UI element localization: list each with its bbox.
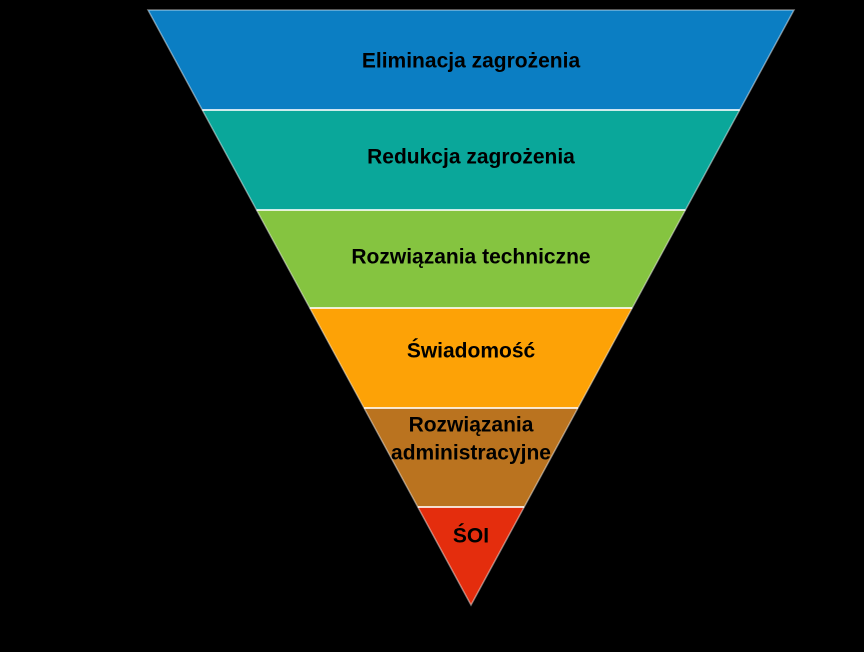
funnel-label-line: Rozwiązania techniczne bbox=[351, 246, 590, 269]
funnel-label-1: Eliminacja zagrożenia bbox=[362, 50, 581, 73]
funnel-label-line: Eliminacja zagrożenia bbox=[362, 50, 581, 73]
funnel-label-line: ŚOI bbox=[453, 524, 489, 548]
funnel-label-line: administracyjne bbox=[391, 442, 551, 465]
funnel-label-6: ŚOI bbox=[453, 524, 489, 548]
funnel-label-line: Rozwiązania bbox=[409, 414, 534, 437]
funnel-segment-6 bbox=[417, 507, 525, 605]
funnel-outline bbox=[146, 9, 796, 607]
funnel-segment-2 bbox=[202, 110, 740, 210]
funnel-segment-4 bbox=[309, 308, 633, 408]
funnel-segment-3 bbox=[256, 210, 686, 308]
funnel-label-line: Świadomość bbox=[407, 339, 536, 363]
funnel-label-4: Świadomość bbox=[407, 339, 536, 363]
funnel-label-3: Rozwiązania techniczne bbox=[351, 246, 590, 269]
funnel-label-5: Rozwiązania administracyjne bbox=[391, 414, 551, 465]
funnel-segment-5 bbox=[364, 408, 578, 507]
funnel-label-2: Redukcja zagrożenia bbox=[367, 146, 575, 169]
funnel-label-line: Redukcja zagrożenia bbox=[367, 146, 575, 169]
funnel-segment-1 bbox=[148, 10, 794, 110]
